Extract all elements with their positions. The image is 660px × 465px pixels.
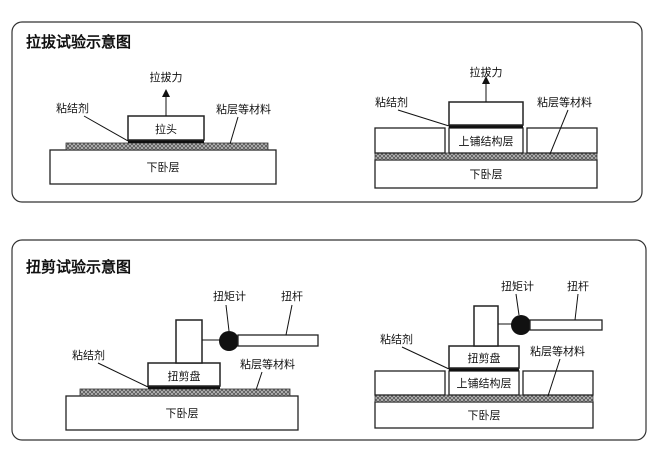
lever-label: 扭杆: [567, 279, 589, 293]
upper-layer-right-block: [522, 370, 594, 396]
adhesive-label: 粘结剂: [380, 332, 413, 346]
adhesive-label: 粘结剂: [375, 95, 408, 109]
torque-meter-knob: [511, 315, 531, 335]
upper-layer-label: 上铺结构层: [457, 376, 512, 390]
adhesive-leader-line: [83, 115, 129, 142]
upper-layer-label: 上铺结构层: [459, 134, 514, 148]
bond-layer-leader-line: [255, 371, 263, 391]
shear-panel-title: 扭剪试验示意图: [26, 258, 131, 276]
adhesive-label: 粘结剂: [72, 348, 105, 362]
lever-leader-line: [574, 293, 579, 321]
upper-layer-left-block: [374, 370, 446, 396]
lever-label: 扭杆: [281, 289, 303, 303]
shear-test-panel: 扭剪试验示意图 下卧层 扭剪盘 扭矩计 扭杆 粘结剂 粘层等材料: [11, 239, 647, 441]
torque-meter-leader-line: [515, 293, 520, 316]
torque-meter-label: 扭矩计: [501, 279, 534, 293]
torque-lever-bar: [529, 319, 603, 331]
pull-force-label: 拉拔力: [470, 65, 503, 79]
shear-right-diagram: 下卧层 上铺结构层 扭剪盘 扭矩计 扭杆 粘结剂 粘层等材料: [374, 279, 603, 429]
adhesive-label: 粘结剂: [56, 101, 89, 115]
bond-layer-leader-line: [549, 109, 569, 155]
pull-test-panel: 拉拔试验示意图 下卧层 拉头 拉拔力 粘结剂 粘层等材料 下卧层 上铺结构层: [11, 21, 643, 203]
bond-layer-leader-line: [547, 358, 561, 397]
torque-lever-bar: [237, 334, 319, 347]
bond-layer-label: 粘层等材料: [216, 102, 271, 116]
pull-right-diagram: 下卧层 上铺结构层 拉拔力 粘结剂 粘层等材料: [374, 65, 598, 189]
pull-force-label: 拉拔力: [150, 70, 183, 84]
adhesive-strip: [449, 125, 523, 128]
adhesive-leader-line: [397, 109, 450, 127]
base-layer: [49, 149, 277, 185]
torque-meter-knob: [219, 331, 239, 351]
adhesive-strip: [128, 140, 204, 143]
torque-meter-leader-line: [225, 304, 230, 332]
adhesive-leader-line: [401, 346, 450, 370]
torque-meter-label: 扭矩计: [213, 289, 246, 303]
upper-layer-right-block: [526, 127, 598, 154]
pull-left-diagram: 下卧层 拉头 拉拔力 粘结剂 粘层等材料: [49, 70, 277, 185]
base-layer: [65, 395, 299, 431]
bond-layer-label: 粘层等材料: [530, 344, 585, 358]
bond-layer-strip: [374, 152, 598, 161]
base-layer-label: 下卧层: [166, 407, 199, 420]
shear-left-diagram: 下卧层 扭剪盘 扭矩计 扭杆 粘结剂 粘层等材料: [65, 289, 319, 431]
bond-layer-strip: [79, 388, 291, 397]
base-layer-label: 下卧层: [468, 409, 501, 422]
adhesive-strip: [148, 386, 220, 389]
torque-wrench-body: [473, 305, 499, 347]
pull-panel-title: 拉拔试验示意图: [26, 33, 131, 51]
upper-layer-center-block: [448, 370, 520, 396]
bond-layer-leader-line: [229, 116, 239, 145]
adhesive-strip: [449, 368, 519, 371]
bond-layer-strip: [374, 394, 594, 403]
base-layer-label: 下卧层: [470, 168, 503, 181]
lever-leader-line: [285, 304, 293, 336]
pull-head-block: [127, 115, 205, 141]
base-layer-label: 下卧层: [147, 161, 180, 174]
upper-layer-left-block: [374, 127, 446, 154]
pull-head-block: [448, 101, 524, 126]
bond-layer-label: 粘层等材料: [240, 357, 295, 371]
pull-head-label: 拉头: [155, 122, 177, 136]
shear-disc-label: 扭剪盘: [468, 351, 501, 365]
adhesive-leader-line: [97, 362, 149, 388]
base-layer: [374, 401, 594, 429]
torque-wrench-body: [175, 319, 203, 364]
bond-layer-strip: [65, 142, 269, 151]
shear-disc-label: 扭剪盘: [168, 369, 201, 383]
bond-layer-label: 粘层等材料: [537, 95, 592, 109]
